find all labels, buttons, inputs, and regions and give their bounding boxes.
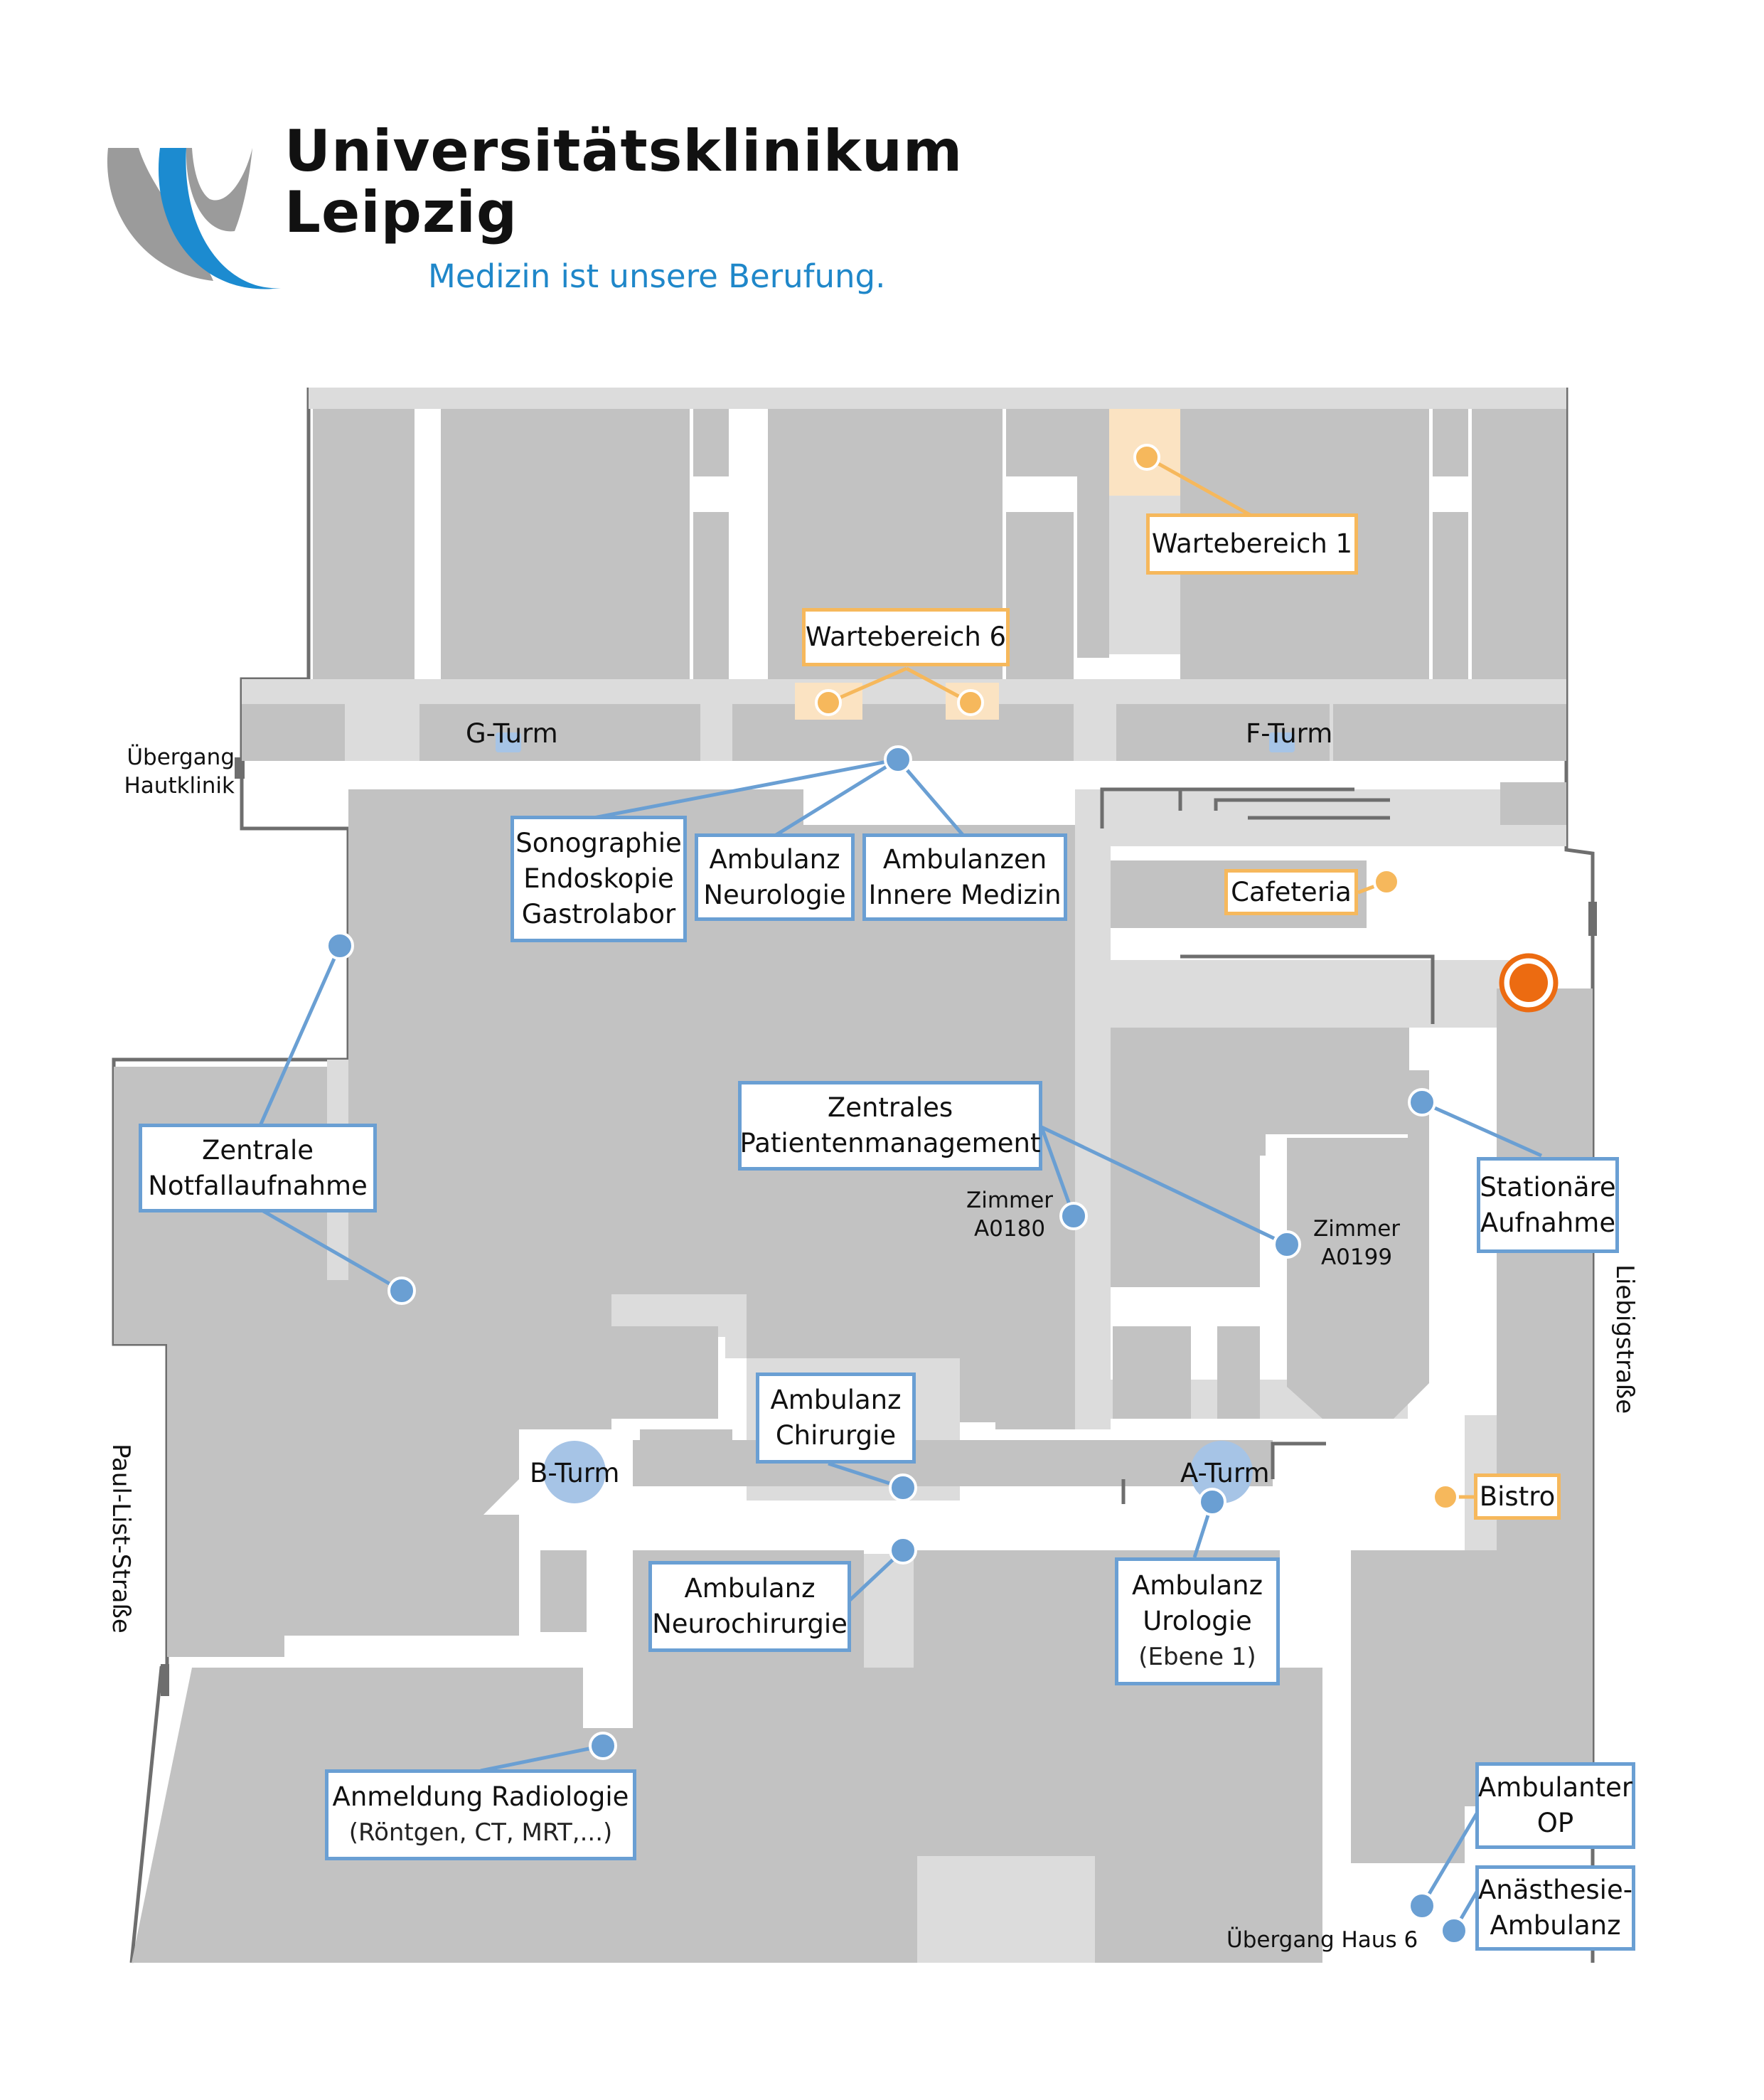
passage-hautklinik: Übergang Hautklinik	[121, 743, 235, 800]
pin-neurochirurgie	[889, 1536, 917, 1565]
label-ambulanzen-innere-medizin[interactable]: Ambulanzen Innere Medizin	[862, 833, 1067, 921]
label-wartebereich-6[interactable]: Wartebereich 6	[802, 608, 1010, 666]
pin-a0180	[1059, 1202, 1088, 1230]
label-stationaere-aufnahme[interactable]: Stationäre Aufnahme	[1477, 1157, 1619, 1253]
label-anaesthesie-ambulanz[interactable]: Anästhesie- Ambulanz	[1475, 1865, 1635, 1951]
pin-radiologie	[589, 1732, 617, 1760]
tower-g-label: G-Turm	[466, 718, 558, 749]
passage-haus-6: Übergang Haus 6	[1226, 1927, 1418, 1953]
label-line: Anästhesie-	[1477, 1875, 1633, 1905]
pin-wartebereich6-a	[815, 689, 842, 716]
label-line: Notfallaufnahme	[148, 1170, 368, 1201]
brand-name-line1: Universitätsklinikum	[284, 118, 963, 184]
label-line: Neurologie	[703, 879, 846, 910]
pin-cafeteria	[1373, 868, 1400, 895]
street-liebig: Liebigstraße	[1610, 1264, 1639, 1414]
label-line: Ambulanz	[709, 843, 840, 875]
outline-markers	[161, 757, 1597, 1696]
pin-notfall-a	[326, 932, 354, 960]
pin-notfall-b	[387, 1276, 416, 1305]
pins	[326, 444, 1559, 1945]
label-ambulanz-neurologie[interactable]: Ambulanz Neurologie	[695, 833, 855, 921]
pin-ambulanter-op	[1408, 1892, 1436, 1920]
label-bistro[interactable]: Bistro	[1474, 1473, 1561, 1520]
label-line: Aufnahme	[1480, 1207, 1616, 1238]
label-zentrale-notfallaufnahme[interactable]: Zentrale Notfallaufnahme	[139, 1124, 377, 1212]
label-line: Zentrales	[827, 1092, 953, 1123]
label-line: Zentrale	[202, 1134, 314, 1166]
label-line: Ambulanz	[770, 1385, 902, 1415]
label-text: Wartebereich 6	[805, 622, 1007, 652]
pin-anaesthesie	[1440, 1917, 1468, 1945]
waiting-areas	[795, 409, 1180, 720]
label-text: Bistro	[1479, 1481, 1556, 1512]
pin-chirurgie	[889, 1473, 917, 1502]
room-line: Zimmer	[1313, 1216, 1401, 1242]
pin-wartebereich6-b	[957, 689, 984, 716]
label-line: OP	[1536, 1808, 1574, 1838]
brand-name-line2: Leipzig	[284, 179, 518, 245]
room-line: A0199	[1320, 1244, 1393, 1270]
label-ambulanz-neurochirurgie[interactable]: Ambulanz Neurochirurgie	[648, 1561, 851, 1652]
label-ambulanter-op[interactable]: Ambulanter OP	[1475, 1762, 1635, 1849]
label-line: Innere Medizin	[868, 879, 1062, 910]
passage-line: Übergang	[127, 745, 235, 770]
label-text: Wartebereich 1	[1151, 528, 1353, 559]
label-wartebereich-1[interactable]: Wartebereich 1	[1146, 513, 1358, 575]
room-line: Zimmer	[966, 1188, 1054, 1213]
label-line: Endoskopie	[523, 863, 674, 894]
label-sub: (Ebene 1)	[1138, 1643, 1256, 1671]
label-line: Urologie	[1143, 1606, 1252, 1636]
pin-stationaere	[1408, 1088, 1436, 1116]
label-line: Sonographie	[515, 828, 682, 858]
label-line: Anmeldung Radiologie	[332, 1781, 629, 1812]
street-paul-list: Paul-List-Straße	[107, 1444, 135, 1633]
label-line: Ambulanzen	[882, 843, 1047, 875]
pin-towers-corridor	[884, 745, 912, 774]
label-cafeteria[interactable]: Cafeteria	[1224, 869, 1358, 915]
label-text: Cafeteria	[1231, 876, 1352, 907]
label-line: Chirurgie	[775, 1420, 897, 1451]
label-line: Ambulanz	[1490, 1910, 1621, 1941]
passage-line: Hautklinik	[124, 773, 235, 799]
tower-b-label: B-Turm	[530, 1458, 620, 1488]
buildings	[114, 409, 1593, 1963]
room-a0180: Zimmer A0180	[960, 1186, 1059, 1243]
label-line: Ambulanz	[684, 1573, 816, 1604]
pin-urologie	[1198, 1488, 1226, 1516]
label-anmeldung-radiologie[interactable]: Anmeldung Radiologie (Röntgen, CT, MRT,.…	[325, 1769, 636, 1860]
label-sonographie[interactable]: Sonographie Endoskopie Gastrolabor	[511, 816, 687, 942]
tower-circles	[496, 732, 1295, 1503]
room-line: A0180	[973, 1216, 1046, 1242]
label-ambulanz-chirurgie[interactable]: Ambulanz Chirurgie	[756, 1373, 916, 1464]
tower-f-label: F-Turm	[1246, 718, 1333, 749]
pin-bistro	[1432, 1483, 1459, 1510]
label-ambulanz-urologie[interactable]: Ambulanz Urologie (Ebene 1)	[1115, 1557, 1280, 1685]
label-line: Ambulanter	[1477, 1772, 1633, 1803]
tower-a-label: A-Turm	[1180, 1458, 1270, 1488]
pin-a0199	[1273, 1230, 1301, 1259]
brand-tagline: Medizin ist unsere Berufung.	[428, 257, 886, 295]
current-location-marker	[1499, 953, 1559, 1013]
label-line: Stationäre	[1480, 1171, 1616, 1203]
label-line: Neurochirurgie	[652, 1609, 848, 1639]
label-line: Gastrolabor	[521, 899, 676, 929]
structure-lines	[1100, 787, 1435, 1504]
label-zentrales-patientenmanagement[interactable]: Zentrales Patientenmanagement	[738, 1081, 1042, 1171]
room-a0199: Zimmer A0199	[1307, 1215, 1406, 1272]
label-sub: (Röntgen, CT, MRT,...)	[348, 1818, 613, 1847]
label-line: Patientenmanagement	[739, 1128, 1041, 1158]
pin-wartebereich1	[1133, 444, 1160, 471]
logo-mark	[107, 148, 281, 289]
label-line: Ambulanz	[1131, 1570, 1263, 1601]
brand-name: Universitätsklinikum Leipzig	[284, 121, 963, 243]
